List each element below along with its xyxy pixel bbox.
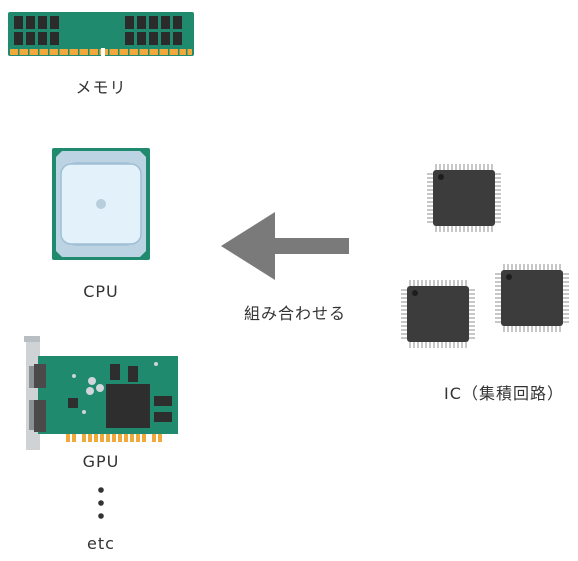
etc-label: etc: [87, 534, 115, 553]
memory-module-icon: [8, 12, 194, 58]
ic-chip-icon: [400, 278, 476, 350]
vertical-ellipsis-icon: [96, 486, 106, 520]
ic-chip-icon: [426, 162, 502, 234]
arrow-label: 組み合わせる: [243, 304, 347, 323]
cpu-label: CPU: [83, 282, 119, 301]
ic-label: IC（集積回路）: [444, 384, 564, 403]
gpu-card-icon: [24, 336, 180, 452]
ic-chip-icon: [494, 262, 570, 334]
left-arrow-icon: [221, 212, 351, 280]
gpu-label: GPU: [82, 452, 120, 471]
memory-label: メモリ: [75, 78, 127, 97]
cpu-chip-icon: [52, 148, 150, 260]
